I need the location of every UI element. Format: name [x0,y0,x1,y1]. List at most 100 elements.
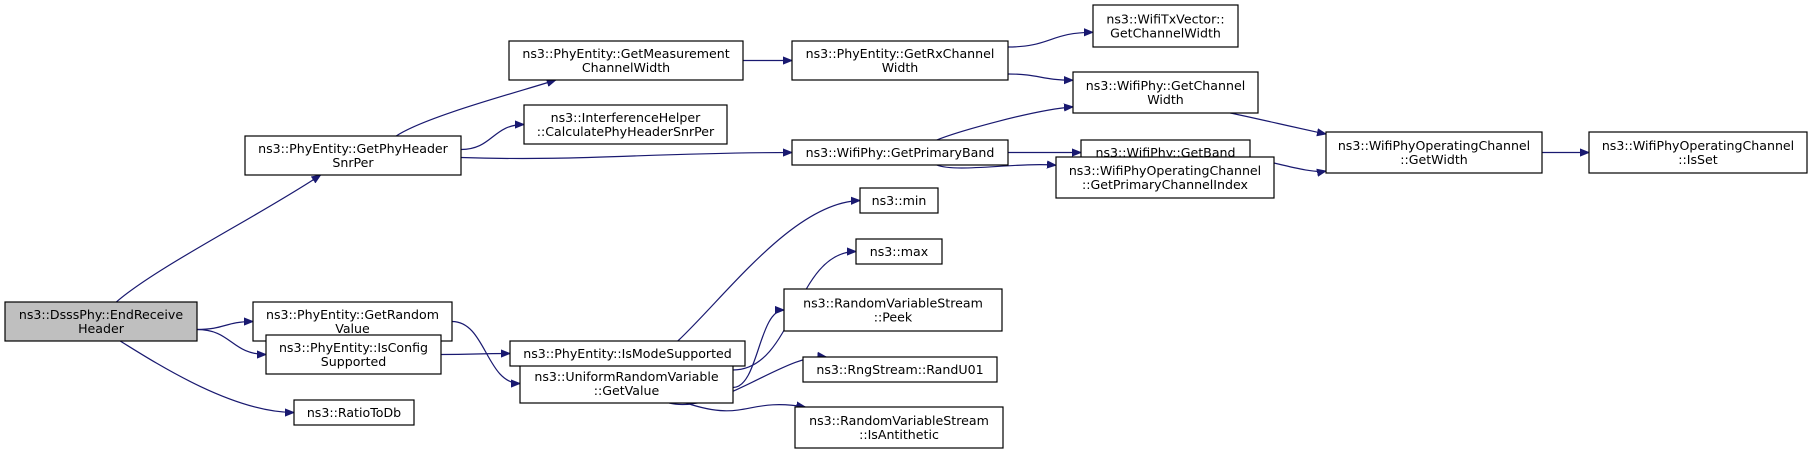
node-label-line: ::GetValue [594,383,660,398]
node-label-line: ns3::WifiPhy::GetBand [1095,145,1235,160]
node-label-line: ::IsSet [1678,152,1718,167]
edge-end-receive-header-to-is-config-supported [196,328,266,355]
node-calculate-phy-header-snr-per[interactable]: ns3::InterferenceHelper::CalculatePhyHea… [523,104,728,145]
node-get-primary-band[interactable]: ns3::WifiPhy::GetPrimaryBand [791,139,1009,166]
edge-path [1230,112,1326,134]
edge-path [196,322,253,331]
node-label-line: ns3::min [872,193,927,208]
edge-get-value-to-peek [732,310,785,389]
node-box [293,399,415,426]
node-is-antithetic[interactable]: ns3::RandomVariableStream::IsAntithetic [794,406,1004,449]
node-label-line: ::CalculatePhyHeaderSnrPer [537,124,715,139]
node-peek[interactable]: ns3::RandomVariableStream::Peek [783,288,1003,332]
edge-get-random-value-to-get-value [451,320,520,384]
node-ns3-min[interactable]: ns3::min [859,187,939,214]
edge-path [460,125,524,151]
node-rand-u01[interactable]: ns3::RngStream::RandU01 [802,356,998,383]
edge-path [647,201,860,365]
node-label-line: ns3::WifiTxVector:: [1106,12,1224,27]
node-box [508,40,744,81]
node-label-line: ns3::InterferenceHelper [551,110,702,125]
node-box [794,406,1004,449]
edge-path [1007,73,1073,80]
edge-path [460,153,792,160]
node-box [265,334,442,375]
node-wifi-phy-get-channel-width[interactable]: ns3::WifiPhy::GetChannelWidth [1072,71,1259,114]
node-box [802,356,998,383]
node-ns3-max[interactable]: ns3::max [855,238,943,265]
edge-get-rx-channel-width-to-wifi-phy-get-channel-width [1007,73,1073,80]
node-get-value[interactable]: ns3::UniformRandomVariable::GetValue [519,363,734,404]
node-is-mode-supported[interactable]: ns3::PhyEntity::IsModeSupported [509,340,746,367]
node-get-primary-channel-index[interactable]: ns3::WifiPhyOperatingChannel::GetPrimary… [1055,156,1275,199]
edge-path [1007,32,1093,48]
edge-path [115,175,320,303]
node-label-line: Width [882,60,919,75]
node-box [4,301,198,342]
node-label-line: ns3::PhyEntity::IsModeSupported [523,346,732,361]
node-box [1325,131,1543,174]
edge-layer [115,32,1589,413]
edge-get-rx-channel-width-to-txvector-get-channel-width [1007,32,1093,48]
node-label-line: ::Peek [874,310,913,325]
node-label-line: ns3::WifiPhyOperatingChannel [1338,138,1530,153]
node-box [509,340,746,367]
edge-is-config-supported-to-is-mode-supported [440,354,510,355]
node-label-line: ns3::DsssPhy::EndReceive [19,307,184,322]
node-label-line: ns3::UniformRandomVariable [534,369,718,384]
node-box [1072,71,1259,114]
node-box [791,40,1009,81]
node-is-set[interactable]: ns3::WifiPhyOperatingChannel::IsSet [1588,131,1808,174]
node-label-line: GetChannelWidth [1110,26,1221,41]
node-label-line: ns3::PhyEntity::GetPhyHeader [258,141,449,156]
node-label-line: ns3::PhyEntity::GetMeasurement [522,46,729,61]
edge-wifi-phy-get-channel-width-to-op-channel-get-width [1230,112,1326,134]
node-label-line: ns3::WifiPhy::GetPrimaryBand [806,145,995,160]
node-box [859,187,939,214]
edge-path [732,310,785,389]
node-label-line: Width [1147,92,1184,107]
node-box [1055,156,1275,199]
node-label-line: ::GetPrimaryChannelIndex [1082,177,1249,192]
node-label-line: ns3::WifiPhyOperatingChannel [1069,163,1261,178]
node-box [1588,131,1808,174]
node-layer: ns3::DsssPhy::EndReceiveHeaderns3::PhyEn… [4,4,1808,449]
node-label-line: ns3::WifiPhyOperatingChannel [1602,138,1794,153]
node-label-line: ns3::PhyEntity::IsConfig [279,340,428,355]
node-label-line: ns3::WifiPhy::GetChannel [1086,78,1245,93]
node-box [791,139,1009,166]
node-get-measurement-channel-width[interactable]: ns3::PhyEntity::GetMeasurementChannelWid… [508,40,744,81]
edge-path [395,80,556,137]
node-label-line: ns3::PhyEntity::GetRxChannel [806,46,995,61]
node-op-channel-get-width[interactable]: ns3::WifiPhyOperatingChannel::GetWidth [1325,131,1543,174]
node-box [1092,4,1239,48]
edge-end-receive-header-to-ratio-to-db [119,340,294,413]
node-txvector-get-channel-width[interactable]: ns3::WifiTxVector::GetChannelWidth [1092,4,1239,48]
node-label-line: Header [78,321,125,336]
node-ratio-to-db[interactable]: ns3::RatioToDb [293,399,415,426]
node-label-line: Supported [321,354,387,369]
node-label-line: ns3::max [870,244,929,259]
node-label-line: ChannelWidth [582,60,670,75]
edge-path [119,340,294,413]
edge-path [451,320,520,384]
edge-end-receive-header-to-get-phy-header-snr-per [115,175,320,303]
node-box [244,135,462,176]
node-label-line: ns3::RngStream::RandU01 [816,362,983,377]
edge-get-phy-header-snr-per-to-get-measurement-channel-width [395,80,556,137]
edge-get-primary-band-to-wifi-phy-get-channel-width [936,107,1073,141]
edge-get-primary-band-to-get-primary-channel-index [936,165,1056,168]
node-box [783,288,1003,332]
edge-get-phy-header-snr-per-to-calculate-phy-header-snr-per [460,125,524,151]
edge-path [440,354,510,355]
node-label-line: Value [335,321,370,336]
edge-get-value-to-is-antithetic [685,403,805,412]
node-label-line: ns3::RandomVariableStream [809,413,989,428]
node-box [855,238,943,265]
edge-get-value-to-ns3-min [647,201,860,365]
